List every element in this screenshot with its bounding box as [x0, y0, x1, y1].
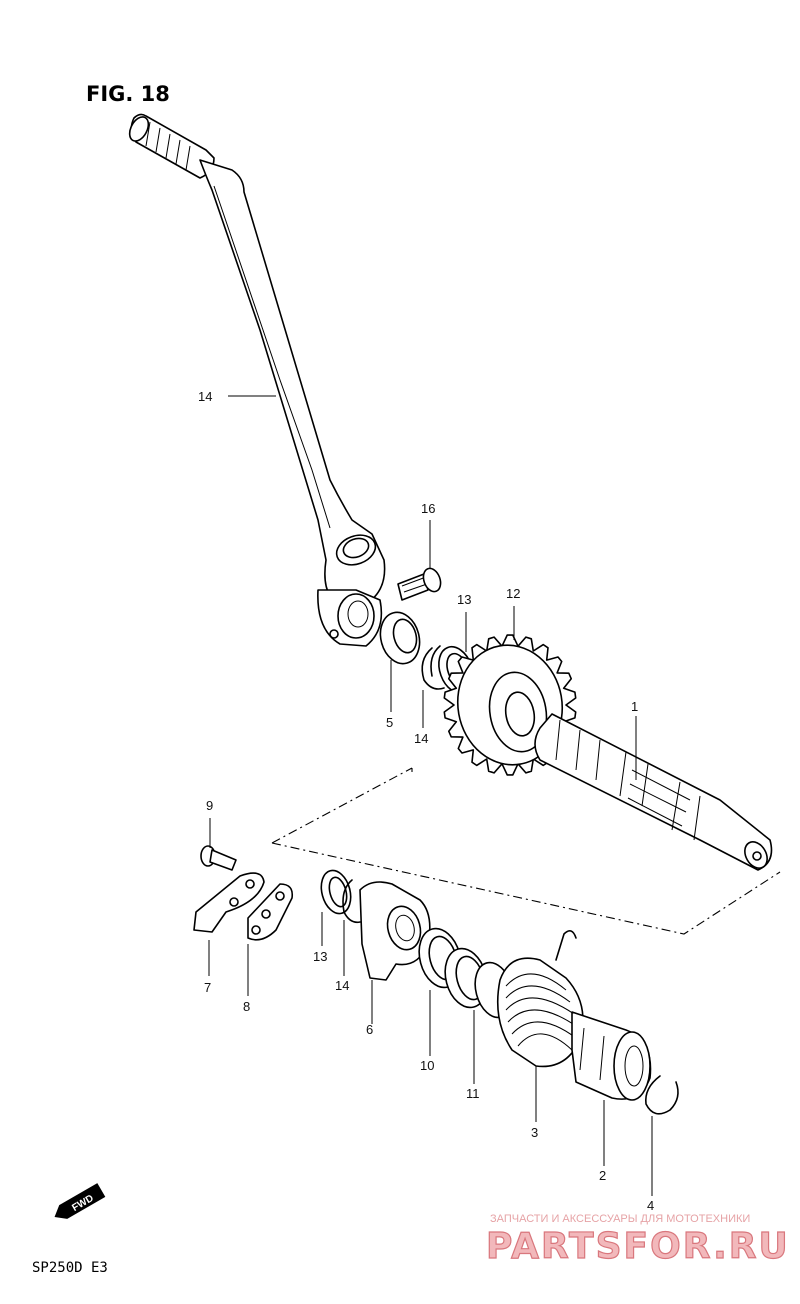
callout-13-lower: 13	[313, 949, 327, 964]
figure-title: FIG. 18	[86, 82, 170, 106]
kick-shaft-1	[534, 713, 773, 871]
callout-13-upper: 13	[457, 592, 471, 607]
callout-14-lower: 14	[335, 978, 349, 993]
callout-5: 5	[386, 715, 393, 730]
callout-12: 12	[506, 586, 520, 601]
model-code: SP250D E3	[32, 1260, 108, 1276]
circlip-14-lower	[342, 879, 361, 924]
callout-1: 1	[631, 699, 638, 714]
callout-14-upper: 14	[414, 731, 428, 746]
callout-4: 4	[647, 1198, 654, 1213]
bolt-16	[397, 567, 442, 601]
callout-2: 2	[599, 1168, 606, 1183]
leader-lines	[208, 395, 653, 1196]
callout-3: 3	[531, 1125, 538, 1140]
callout-9: 9	[206, 798, 213, 813]
kick-starter-lever	[128, 113, 386, 647]
bolt-9	[200, 845, 237, 871]
watermark: ЗАПЧАСТИ И АКСЕССУАРЫ ДЛЯ МОТОТЕХНИКИ PA…	[485, 1213, 790, 1268]
circlip-14-upper	[421, 645, 445, 690]
callout-15: 14	[198, 389, 212, 404]
drive-6	[359, 881, 431, 981]
callout-8: 8	[243, 999, 250, 1014]
return-spring-3	[496, 930, 584, 1068]
callout-10: 10	[420, 1058, 434, 1073]
watermark-tagline: ЗАПЧАСТИ И АКСЕССУАРЫ ДЛЯ МОТОТЕХНИКИ	[490, 1213, 750, 1225]
watermark-brand: PARTSFOR.RU	[486, 1226, 790, 1267]
circlip-4	[644, 1075, 679, 1115]
callout-labels: 14 16 13 12 5 14 1 9 13 14 7 8 6 10 11 3…	[198, 389, 654, 1213]
callout-7: 7	[204, 980, 211, 995]
sleeve-2	[571, 1011, 652, 1101]
callout-11: 11	[466, 1086, 480, 1101]
fwd-label: FWD	[70, 1193, 95, 1214]
callout-16: 16	[421, 501, 435, 516]
washer-13-lower	[320, 869, 352, 915]
assembly-bracket-line	[271, 767, 781, 935]
plate-8	[247, 883, 294, 941]
seal-5	[379, 611, 421, 665]
fwd-direction-marker: FWD	[54, 1183, 106, 1219]
callout-6: 6	[366, 1022, 373, 1037]
guide-7	[193, 872, 265, 933]
